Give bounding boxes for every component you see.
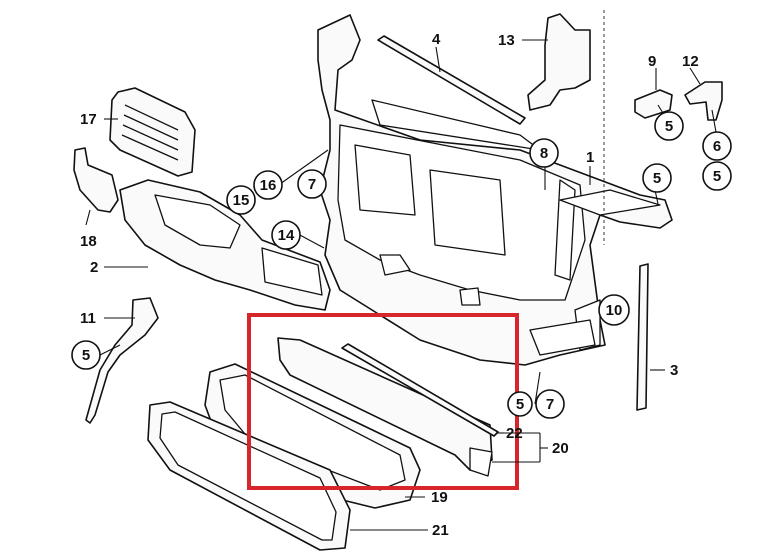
front-carrier-part xyxy=(317,14,673,366)
angle-bracket-part xyxy=(684,81,723,121)
callout-5-carrier: 5 xyxy=(642,163,672,193)
svg-text:15: 15 xyxy=(233,192,250,209)
small-bracket-part xyxy=(634,89,673,119)
label-22: 22 xyxy=(506,425,523,442)
callout-10: 10 xyxy=(598,294,630,326)
label-9: 9 xyxy=(648,53,656,70)
callout-14: 14 xyxy=(271,220,301,250)
label-19: 19 xyxy=(431,489,448,506)
label-4: 4 xyxy=(432,31,441,48)
support-rod-part xyxy=(85,297,159,424)
label-11: 11 xyxy=(80,310,96,327)
callout-8: 8 xyxy=(529,138,559,168)
label-20: 20 xyxy=(552,440,569,457)
svg-text:5: 5 xyxy=(516,396,524,413)
svg-text:7: 7 xyxy=(308,176,316,193)
svg-text:5: 5 xyxy=(82,347,90,364)
side-seal-part xyxy=(636,263,649,411)
callout-15: 15 xyxy=(226,185,256,215)
svg-text:5: 5 xyxy=(653,170,661,187)
leader-lines xyxy=(85,39,717,531)
svg-text:10: 10 xyxy=(606,302,623,319)
label-3: 3 xyxy=(670,362,678,379)
label-2: 2 xyxy=(90,259,98,276)
callout-5-rod: 5 xyxy=(71,340,101,370)
seal-strip-part xyxy=(377,35,526,125)
svg-text:6: 6 xyxy=(713,138,721,155)
svg-text:7: 7 xyxy=(546,396,554,413)
bracket-part xyxy=(527,13,591,111)
air-duct-assembly-part xyxy=(277,337,499,477)
label-12: 12 xyxy=(682,53,699,70)
callout-6: 6 xyxy=(702,131,732,161)
callout-5-lower: 5 xyxy=(507,391,533,417)
label-18: 18 xyxy=(80,233,97,250)
label-21: 21 xyxy=(432,522,449,539)
svg-text:5: 5 xyxy=(713,168,721,185)
callout-16: 16 xyxy=(253,170,283,200)
svg-text:16: 16 xyxy=(260,177,277,194)
side-duct-part xyxy=(73,147,119,213)
air-guide-part xyxy=(119,179,331,311)
label-13: 13 xyxy=(498,32,515,49)
callout-5-bracket12b: 5 xyxy=(702,161,732,191)
svg-text:8: 8 xyxy=(540,145,548,162)
label-1: 1 xyxy=(586,149,594,166)
callout-7-top: 7 xyxy=(297,169,327,199)
air-duct-insert-part xyxy=(109,87,196,177)
svg-text:5: 5 xyxy=(665,118,673,135)
callout-7-bottom: 7 xyxy=(535,389,565,419)
svg-text:14: 14 xyxy=(278,227,295,244)
callout-5-bracket12: 5 xyxy=(654,111,684,141)
label-17: 17 xyxy=(80,111,97,128)
